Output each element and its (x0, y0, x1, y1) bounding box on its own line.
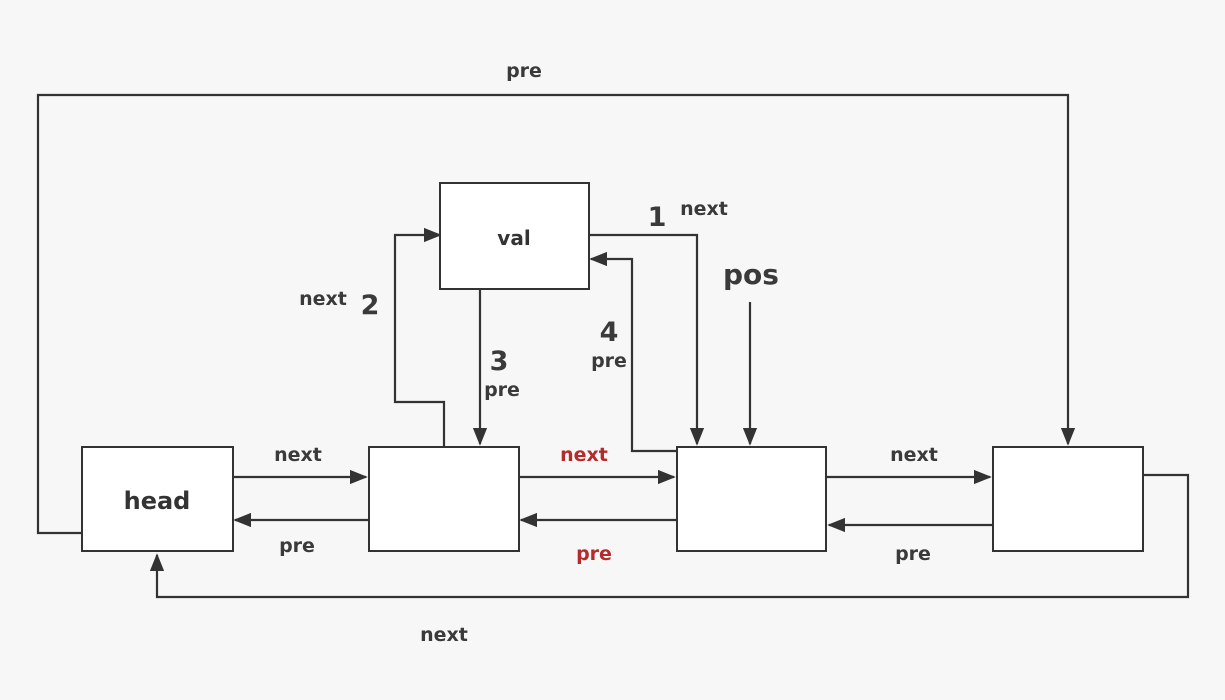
mid-pre-label: pre (576, 543, 612, 565)
step-4-label: 4 (600, 317, 619, 348)
pos-label: pos (723, 258, 779, 291)
bottom-next-label: next (420, 624, 468, 646)
outer-next-link (149, 473, 1190, 599)
right-pre-label: pre (895, 543, 931, 565)
node3-pre-to-val-arrow (589, 251, 676, 453)
node2-next-to-val-arrow (393, 227, 446, 446)
step-2-label: 2 (361, 290, 380, 321)
node-4 (992, 446, 1144, 552)
val-next-in-label: next (299, 288, 347, 310)
node-2 (368, 446, 520, 552)
val-pre-out-label: pre (484, 379, 520, 401)
top-pre-label: pre (506, 60, 542, 82)
head-pre-label: pre (279, 535, 315, 557)
val-pre-in-label: pre (591, 350, 627, 372)
val-node-label: val (497, 226, 530, 250)
node-val (439, 182, 590, 290)
node-3 (676, 446, 827, 552)
val-next-out-label: next (680, 198, 728, 220)
head-next-label: next (274, 444, 322, 466)
head-node-label: head (124, 487, 191, 515)
node-head (81, 446, 234, 552)
val-next-out-arrow (589, 233, 705, 446)
step-3-label: 3 (490, 346, 509, 377)
step-1-label: 1 (648, 202, 667, 233)
outer-pre-link (36, 93, 1076, 535)
mid-next-label: next (560, 444, 608, 466)
right-next-label: next (890, 444, 938, 466)
